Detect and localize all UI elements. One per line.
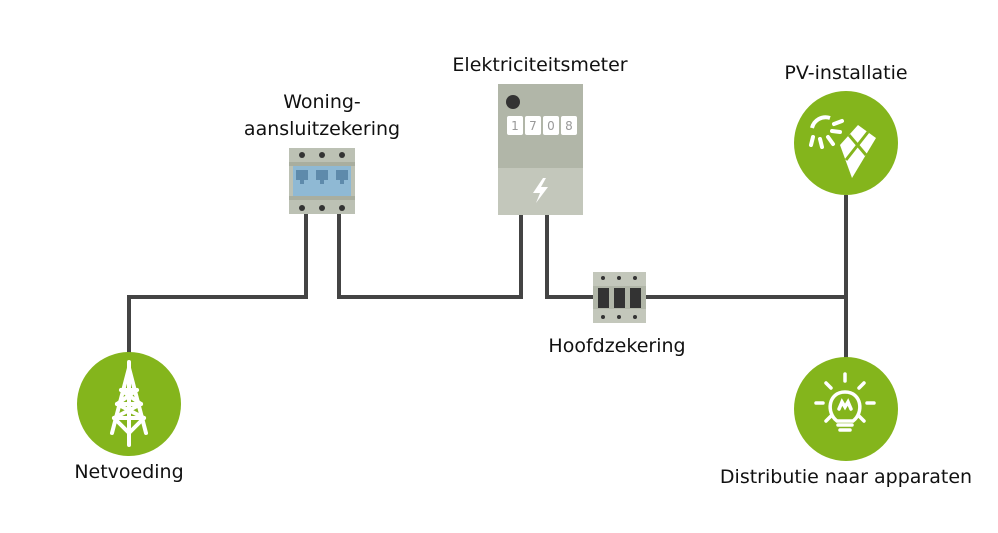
distributie-circle xyxy=(794,357,898,461)
wire-woning-to-meter xyxy=(337,213,523,299)
woning-label-line2: aansluitzekering xyxy=(244,118,400,140)
main-fuse-icon xyxy=(593,272,646,323)
meter-body: 1 7 0 8 xyxy=(498,84,583,215)
hoofdzekering-label: Hoofdzekering xyxy=(548,335,685,357)
light-bulb-icon xyxy=(814,372,876,432)
lightning-bolt-icon xyxy=(533,178,548,203)
meter-label: Elektriciteitsmeter xyxy=(452,54,627,76)
distributie-label: Distributie naar apparaten xyxy=(720,466,972,488)
meter-digits: 1 7 0 8 xyxy=(507,116,577,135)
node-woning-aansluitzekering: Woning- aansluitzekering xyxy=(244,91,400,214)
wires xyxy=(127,195,848,358)
wire-meter-to-hoofd xyxy=(545,213,594,299)
woning-label-line1: Woning- xyxy=(283,91,361,113)
pv-label: PV-installatie xyxy=(784,62,907,84)
node-elektriciteitsmeter: Elektriciteitsmeter 1 7 0 8 xyxy=(452,54,628,215)
wire-netvoeding-to-woning xyxy=(127,214,308,355)
meter-digit: 7 xyxy=(529,119,537,133)
meter-digit: 1 xyxy=(511,119,519,133)
node-hoofdzekering: Hoofdzekering xyxy=(548,272,686,357)
meter-digit: 0 xyxy=(547,119,555,133)
power-tower-icon xyxy=(110,360,148,447)
node-distributie: Distributie naar apparaten xyxy=(720,357,972,488)
solar-panel-sun-icon xyxy=(809,115,876,178)
netvoeding-label: Netvoeding xyxy=(74,461,183,483)
node-pv-installatie: PV-installatie xyxy=(784,62,908,195)
node-netvoeding: Netvoeding xyxy=(74,352,184,483)
three-pole-breaker-icon xyxy=(289,148,355,214)
meter-indicator-light xyxy=(506,95,520,109)
meter-digit: 8 xyxy=(565,119,573,133)
